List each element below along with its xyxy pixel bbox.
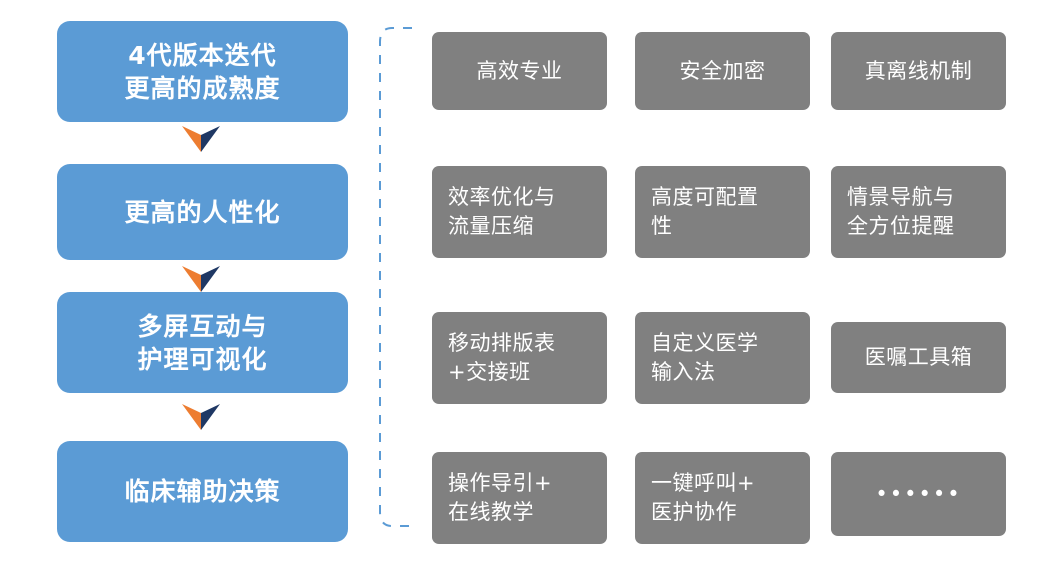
feature-box-r3c3[interactable]: 医嘱工具箱 xyxy=(831,322,1006,393)
feature-box-r2c2[interactable]: 高度可配置 性 xyxy=(635,166,810,258)
feature-box-r1c3[interactable]: 真离线机制 xyxy=(831,32,1006,110)
chevron-down-icon-1 xyxy=(182,126,220,152)
feature-box-r1c1[interactable]: 高效专业 xyxy=(432,32,607,110)
feature-box-r4c2[interactable]: 一键呼叫+ 医护协作 xyxy=(635,452,810,544)
stage-box-2[interactable]: 更高的人性化 xyxy=(57,164,348,260)
feature-box-r3c1[interactable]: 移动排版表 +交接班 xyxy=(432,312,607,404)
dashed-bracket xyxy=(378,26,414,528)
feature-box-r4c1[interactable]: 操作导引+ 在线教学 xyxy=(432,452,607,544)
feature-box-r4c3-ellipsis[interactable]: •••••• xyxy=(831,452,1006,536)
stage-box-1[interactable]: 4代版本迭代 更高的成熟度 xyxy=(57,21,348,122)
chevron-down-icon-3 xyxy=(182,404,220,430)
stage-box-4[interactable]: 临床辅助决策 xyxy=(57,441,348,542)
stage-box-3[interactable]: 多屏互动与 护理可视化 xyxy=(57,292,348,393)
feature-box-r1c2[interactable]: 安全加密 xyxy=(635,32,810,110)
chevron-down-icon-2 xyxy=(182,266,220,292)
feature-box-r3c2[interactable]: 自定义医学 输入法 xyxy=(635,312,810,404)
feature-box-r2c1[interactable]: 效率优化与 流量压缩 xyxy=(432,166,607,258)
feature-box-r2c3[interactable]: 情景导航与 全方位提醒 xyxy=(831,166,1006,258)
